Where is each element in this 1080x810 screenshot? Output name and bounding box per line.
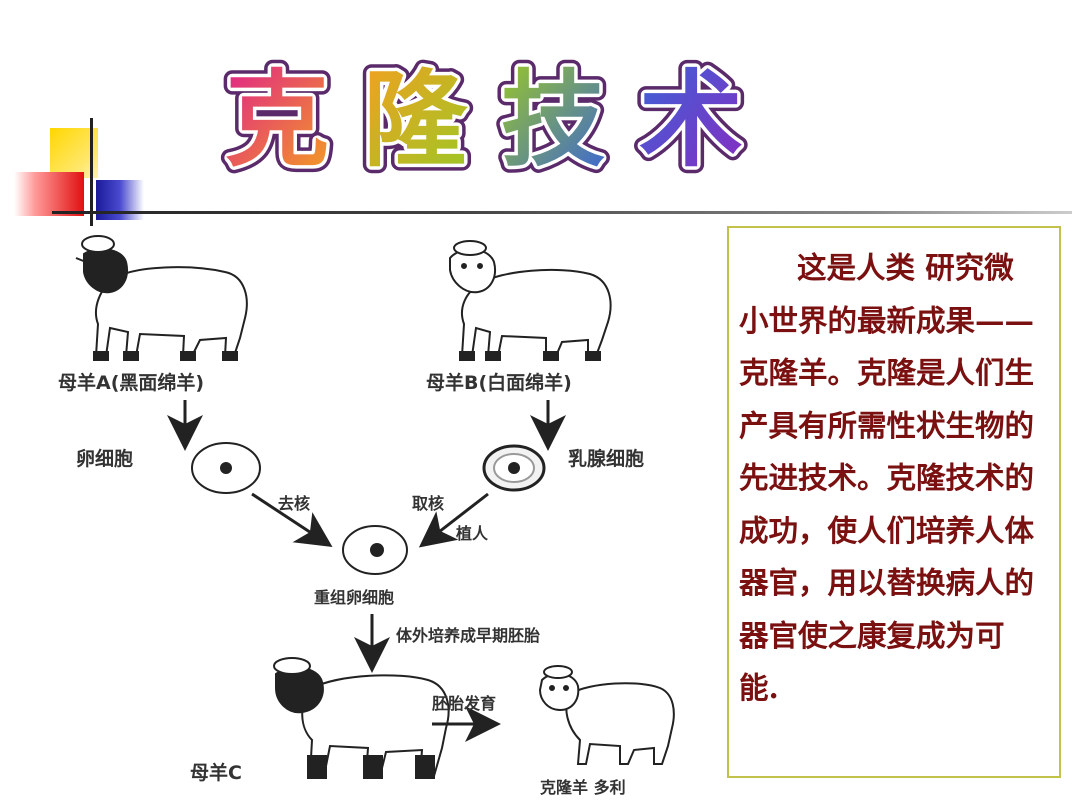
title-char: 术 bbox=[639, 59, 743, 180]
implant-label: 植人 bbox=[456, 524, 489, 543]
diagram-drawing bbox=[75, 235, 675, 779]
clone-label: 克隆羊 多利 bbox=[540, 778, 626, 797]
culture-label: 体外培养成早期胚胎 bbox=[396, 626, 541, 645]
sheep-a-icon bbox=[75, 235, 248, 361]
description-box: 这是人类 研究微小世界的最新成果——克隆羊。克隆是人们生产具有所需性状生物的先进… bbox=[727, 226, 1061, 778]
mammary-cell-icon bbox=[482, 444, 546, 492]
horizontal-rule bbox=[52, 211, 1072, 214]
recombined-egg-label: 重组卵细胞 bbox=[314, 588, 395, 607]
title-char-outline: 技 bbox=[501, 59, 605, 180]
vertical-rule bbox=[90, 118, 93, 226]
title-char: 克 bbox=[225, 59, 329, 180]
sheep-b-label: 母羊B(白面绵羊) bbox=[426, 372, 572, 394]
title-char-outline: 隆 bbox=[363, 59, 468, 180]
clone-sheep-icon bbox=[538, 665, 675, 765]
red-gradient-bar bbox=[14, 172, 84, 216]
title-char: 技 bbox=[501, 59, 605, 180]
egg-cell-icon bbox=[191, 442, 261, 494]
title-char-outline: 克 bbox=[225, 59, 329, 180]
slide-title: 克克克隆隆隆技技技术术术 bbox=[215, 50, 795, 180]
blue-square bbox=[96, 180, 144, 220]
sheep-c-icon bbox=[273, 657, 450, 779]
sheep-b-icon bbox=[449, 240, 612, 361]
enucleate-label: 去核 bbox=[278, 494, 311, 513]
mammary-cell-label: 乳腺细胞 bbox=[568, 448, 645, 470]
title-char-halo: 克 bbox=[225, 59, 329, 180]
title-char-halo: 术 bbox=[639, 59, 743, 180]
development-label: 胚胎发育 bbox=[432, 694, 497, 713]
sheep-a-label: 母羊A(黑面绵羊) bbox=[58, 372, 205, 394]
recombined-egg-icon bbox=[342, 525, 408, 575]
arrow-enucleate bbox=[251, 492, 333, 547]
title-char-halo: 隆 bbox=[363, 59, 468, 180]
egg-cell-label: 卵细胞 bbox=[76, 448, 134, 470]
take-nucleus-label: 取核 bbox=[412, 494, 445, 513]
sheep-c-label: 母羊C bbox=[190, 762, 242, 784]
title-char-outline: 术 bbox=[639, 59, 743, 180]
title-char: 隆 bbox=[363, 59, 468, 180]
title-char-halo: 技 bbox=[501, 59, 605, 180]
description-text: 这是人类 研究微小世界的最新成果——克隆羊。克隆是人们生产具有所需性状生物的先进… bbox=[739, 250, 1035, 705]
arrow-implant bbox=[418, 492, 489, 548]
title-wordart: 克克克隆隆隆技技技术术术 bbox=[218, 52, 750, 180]
cloning-diagram: 母羊A(黑面绵羊) 母羊B(白面绵羊) 卵细胞 乳腺细胞 去核 取核 植人 重组… bbox=[40, 228, 720, 800]
